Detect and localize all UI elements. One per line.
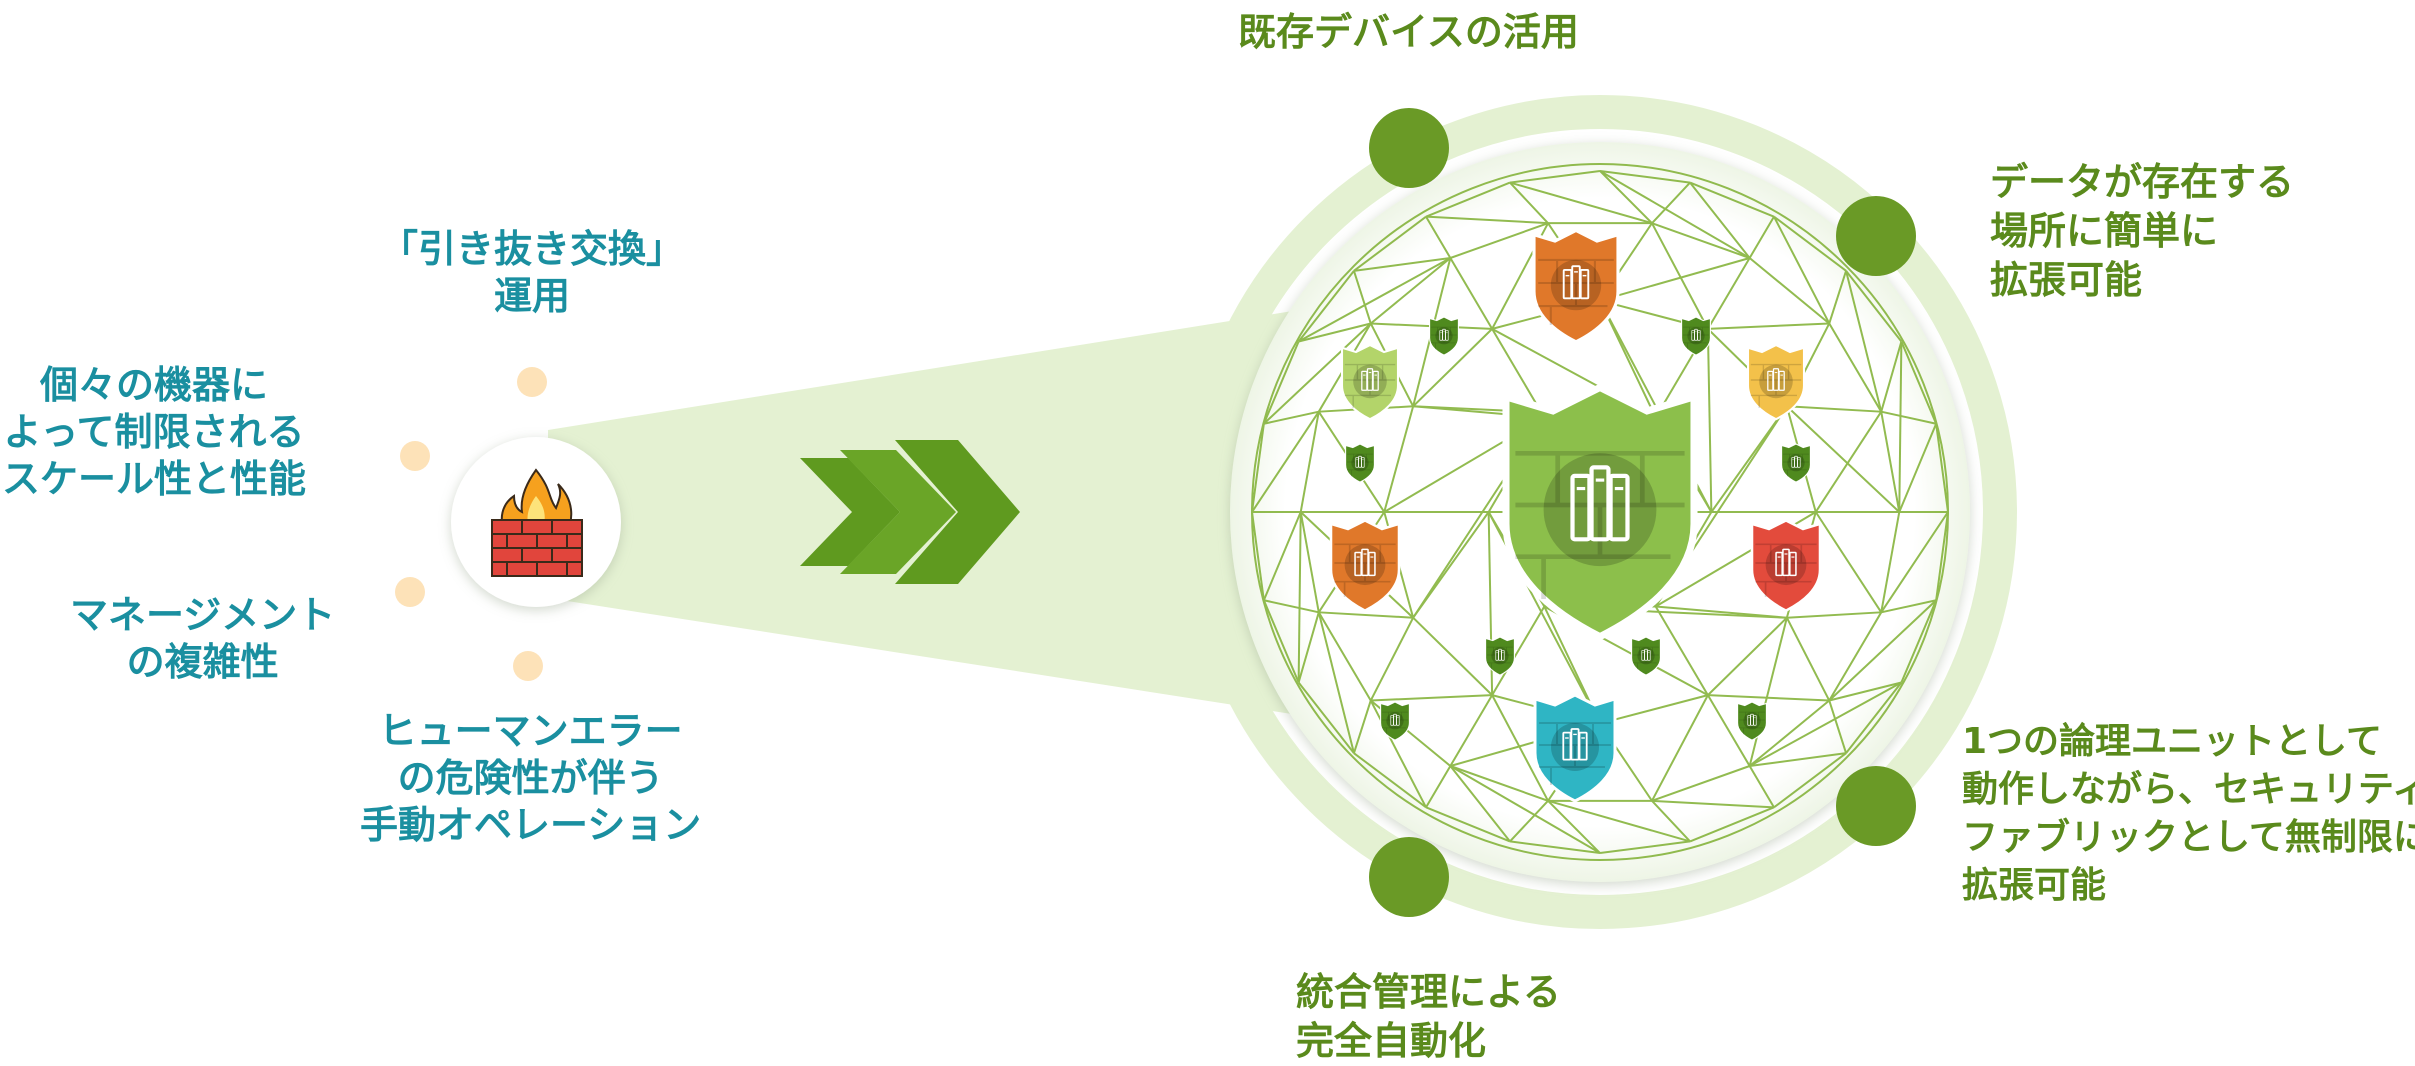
- shield-mini-icon: [1781, 443, 1811, 483]
- fabric-outer-ring: [1183, 95, 2017, 929]
- issue-dot-1: [517, 367, 547, 397]
- shield-mini-icon: [1380, 701, 1410, 741]
- shield-main-icon: [1502, 383, 1698, 641]
- security-fabric-sphere-icon: [1329, 228, 1822, 803]
- node-benefit-2: [1836, 196, 1916, 276]
- issue-label-human-error: ヒューマンエラー の危険性が伴う 手動オペレーション: [360, 708, 701, 849]
- issue-dot-2: [400, 441, 430, 471]
- benefit-line: 完全自動化: [1296, 1019, 1487, 1063]
- shield-mini-icon: [1737, 701, 1767, 741]
- benefit-line: 動作しながら、セキュリティ: [1962, 769, 2415, 810]
- issue-dot-4: [513, 651, 543, 681]
- shield-left-lower-icon: [1329, 519, 1401, 613]
- shield-right-lower-icon: [1750, 519, 1822, 613]
- benefit-line: 既存デバイスの活用: [1238, 10, 1579, 54]
- benefit-label-unlimited-fabric: 1つの論理ユニットとして 動作しながら、セキュリティ ファブリックとして無制限に…: [1962, 718, 2415, 910]
- issue-line: 個々の機器に: [40, 363, 269, 407]
- node-benefit-3: [1836, 766, 1916, 846]
- shield-mini-icon: [1631, 636, 1661, 676]
- benefit-label-scale-where-data: データが存在する 場所に簡単に 拡張可能: [1990, 158, 2294, 305]
- issue-dot-3: [395, 577, 425, 607]
- shield-right-upper-icon: [1746, 343, 1806, 421]
- benefit-line: 拡張可能: [1962, 865, 2107, 906]
- benefit-label-existing-devices: 既存デバイスの活用: [1238, 8, 1579, 57]
- node-benefit-4: [1369, 837, 1449, 917]
- issue-line: マネージメント: [70, 593, 336, 637]
- benefit-line: ファブリックとして無制限に: [1962, 817, 2415, 858]
- benefit-line: 場所に簡単に: [1990, 209, 2219, 253]
- issue-line: ヒューマンエラー: [378, 709, 683, 753]
- shield-top-icon: [1532, 228, 1620, 344]
- benefit-line: データが存在する: [1990, 160, 2295, 204]
- shield-mini-icon: [1345, 443, 1375, 483]
- issue-line: 運用: [494, 274, 571, 318]
- benefit-line: 1つの論理ユニットとして: [1962, 721, 2382, 762]
- issue-line: スケール性と性能: [2, 457, 307, 501]
- shield-bottom-icon: [1533, 693, 1617, 803]
- issue-label-scale-limit: 個々の機器に よって制限される スケール性と性能: [2, 362, 306, 503]
- issue-line: 手動オペレーション: [360, 803, 702, 847]
- node-benefit-1: [1369, 108, 1449, 188]
- issue-line: の危険性が伴う: [397, 756, 664, 800]
- issue-label-management: マネージメント の複雑性: [70, 592, 335, 686]
- chevron-arrows-icon: [800, 440, 1020, 584]
- firewall-icon: [451, 437, 621, 607]
- benefit-line: 拡張可能: [1990, 258, 2143, 302]
- issue-line: 「引き抜き交換」: [380, 227, 685, 271]
- shield-left-upper-icon: [1340, 343, 1400, 421]
- issue-label-rip-replace: 「引き抜き交換」 運用: [380, 226, 684, 320]
- benefit-line: 統合管理による: [1296, 970, 1561, 1014]
- benefit-label-automation: 統合管理による 完全自動化: [1296, 968, 1561, 1066]
- shield-mini-icon: [1429, 316, 1459, 356]
- issue-line: よって制限される: [3, 410, 305, 454]
- shield-mini-icon: [1681, 316, 1711, 356]
- issue-line: の複雑性: [126, 640, 279, 684]
- shield-mini-icon: [1485, 636, 1515, 676]
